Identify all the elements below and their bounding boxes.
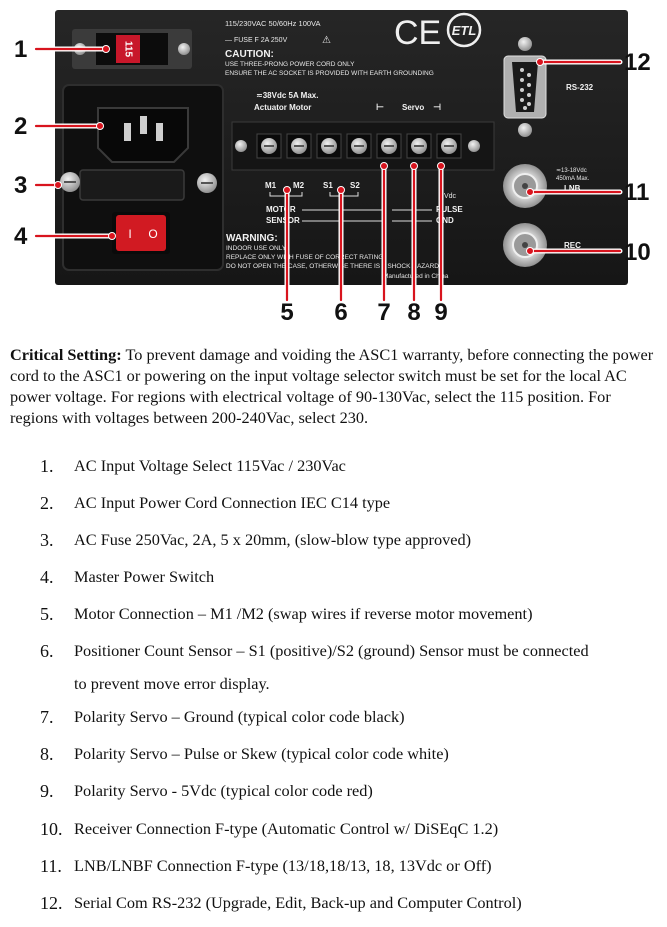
- list-item-number: 4.: [40, 567, 54, 587]
- gnd-label: GND: [436, 216, 454, 225]
- voltage-selector-value: 115: [122, 41, 133, 58]
- callout-11: 11: [624, 179, 649, 206]
- callout-4: 4: [14, 223, 28, 250]
- fuse-rating-text: — FUSE F 2A 250V: [225, 37, 288, 44]
- list-item-text: LNB/LNBF Connection F-type (13/18,18/13,…: [74, 856, 492, 875]
- terminal-m2-label: M2: [293, 181, 305, 190]
- list-item-number: 7.: [40, 707, 54, 727]
- list-item-text: AC Fuse 250Vac, 2A, 5 x 20mm, (slow-blow…: [74, 530, 472, 549]
- actuator-label: Actuator Motor: [254, 103, 311, 112]
- rs232-label: RS-232: [566, 83, 594, 92]
- list-item-number: 5.: [40, 604, 54, 624]
- terminal-m1-label: M1: [265, 181, 277, 190]
- list-item-text: Master Power Switch: [74, 567, 215, 586]
- servo-label: Servo: [402, 103, 424, 112]
- list-item-number: 8.: [40, 744, 54, 764]
- list-item-text: Receiver Connection F-type (Automatic Co…: [74, 819, 499, 838]
- terminal-screws[interactable]: [256, 133, 462, 159]
- list-item-number: 9.: [40, 781, 54, 801]
- list-item-text: AC Input Power Cord Connection IEC C14 t…: [74, 493, 391, 512]
- callout-10: 10: [624, 239, 651, 266]
- callout-lines: [33, 45, 623, 303]
- lnb-rating-2: 450mA Max.: [556, 176, 590, 182]
- callout-9: 9: [434, 299, 447, 326]
- rec-label: REC: [564, 241, 581, 250]
- list-item-text: Polarity Servo – Ground (typical color c…: [74, 707, 405, 726]
- list-item-number: 1.: [40, 456, 54, 476]
- rs232-port[interactable]: [503, 37, 547, 137]
- power-switch[interactable]: I O: [112, 212, 170, 254]
- rating-text: 115/230VAC 50/60Hz 100VA: [225, 19, 320, 28]
- servo-plus-symbol: ⊣: [433, 102, 441, 112]
- terminal-s2-label: S2: [350, 181, 360, 190]
- lnb-rating-1: ≂13-18Vdc: [556, 168, 587, 174]
- list-item-text: AC Input Voltage Select 115Vac / 230Vac: [74, 456, 346, 475]
- critical-setting-label: Critical Setting:: [10, 345, 122, 364]
- list-item-text: Polarity Servo - 5Vdc (typical color cod…: [74, 781, 373, 800]
- critical-setting-text: To prevent damage and voiding the ASC1 w…: [10, 345, 654, 427]
- etl-mark-icon: ETL: [446, 12, 482, 48]
- caution-line-2: ENSURE THE AC SOCKET IS PROVIDED WITH EA…: [225, 70, 434, 77]
- critical-setting-paragraph: Critical Setting: To prevent damage and …: [10, 344, 662, 428]
- list-item-number: 12.: [40, 893, 63, 913]
- terminal-s1-label: S1: [323, 181, 333, 190]
- warning-line-2: REPLACE ONLY WITH FUSE OF CORRECT RATING: [226, 254, 383, 261]
- iec-c14-inlet[interactable]: [97, 107, 189, 163]
- callout-7: 7: [377, 299, 390, 326]
- list-item-number: 6.: [40, 641, 54, 661]
- list-item-number: 3.: [40, 530, 54, 550]
- caution-title: CAUTION:: [225, 49, 274, 60]
- lnb-f-connector[interactable]: [503, 164, 547, 208]
- callout-3: 3: [14, 172, 27, 199]
- caution-line-1: USE THREE-PRONG POWER CORD ONLY: [225, 61, 355, 68]
- power-switch-off-symbol: O: [148, 227, 157, 241]
- fuse-drawer[interactable]: [60, 169, 217, 201]
- ce-mark-icon: CE: [394, 14, 441, 52]
- callout-8: 8: [407, 299, 420, 326]
- list-item-number: 10.: [40, 819, 63, 839]
- lnb-label: LNB: [564, 184, 581, 193]
- list-item-number: 2.: [40, 493, 54, 513]
- rear-panel-figure: 115/230VAC 50/60Hz 100VA — FUSE F 2A 250…: [14, 10, 651, 326]
- list-item-text: to prevent move error display.: [74, 674, 270, 693]
- callout-1: 1: [14, 36, 27, 63]
- warning-line-1: INDOOR USE ONLY: [226, 245, 287, 252]
- warning-triangle-icon: ⚠: [322, 35, 331, 46]
- rec-f-connector[interactable]: [503, 223, 547, 267]
- servo-minus-symbol: ⊢: [376, 102, 384, 112]
- svg-text:ETL: ETL: [452, 23, 477, 38]
- sensor-label: SENSOR: [266, 216, 300, 225]
- list-item-text: Positioner Count Sensor – S1 (positive)/…: [74, 641, 589, 660]
- terminal-vdc-label: Vdc: [444, 193, 457, 200]
- callout-5: 5: [280, 299, 293, 326]
- list-item-text: Motor Connection – M1 /M2 (swap wires if…: [74, 604, 533, 623]
- callout-2: 2: [14, 113, 27, 140]
- warning-line-3: DO NOT OPEN THE CASE, OTHERWISE THERE IS…: [226, 263, 439, 270]
- callout-12: 12: [624, 49, 651, 76]
- callout-6: 6: [334, 299, 347, 326]
- motor-label: MOTOR: [266, 205, 296, 214]
- power-switch-on-symbol: I: [128, 227, 131, 241]
- pulse-label: PULSE: [436, 205, 463, 214]
- list-item-number: 11.: [40, 856, 62, 876]
- list-item-text: Serial Com RS-232 (Upgrade, Edit, Back-u…: [74, 893, 522, 912]
- actuator-rating: ≂38Vdc 5A Max.: [256, 91, 318, 100]
- warning-title: WARNING:: [226, 233, 278, 244]
- list-item-text: Polarity Servo – Pulse or Skew (typical …: [74, 744, 449, 763]
